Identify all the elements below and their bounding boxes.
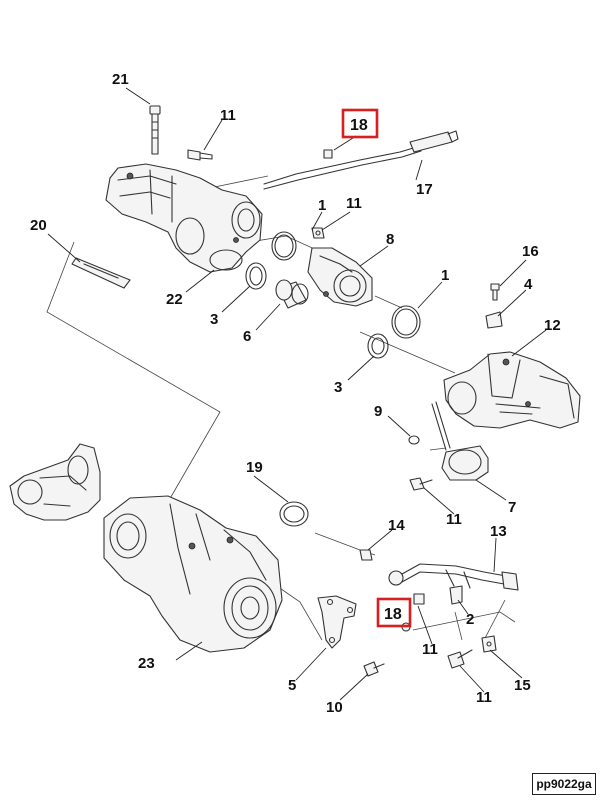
- part-16-bolt: [490, 283, 500, 301]
- callout-18-lower: 18: [384, 606, 402, 623]
- leader-lines: [47, 87, 547, 701]
- part-15-clip: [481, 635, 497, 653]
- callout-4: 4: [524, 276, 533, 293]
- part-3-seal-lower: [367, 333, 389, 359]
- part-13-pipe: [388, 563, 519, 591]
- callout-11-actuator: 11: [446, 511, 462, 528]
- part-20-gasket: [71, 257, 131, 289]
- callout-20: 20: [30, 217, 47, 234]
- part-7-actuator: [431, 401, 489, 481]
- callout-5: 5: [288, 677, 296, 694]
- part-11-bolt-actuator: [409, 477, 433, 491]
- part-10-bolt: [363, 661, 385, 677]
- callout-15: 15: [514, 677, 531, 694]
- callout-11-lower: 11: [422, 641, 438, 658]
- callout-11-bottom: 11: [476, 689, 492, 706]
- callout-1-upper: 1: [318, 197, 326, 214]
- callout-23: 23: [138, 655, 155, 672]
- part-6-sleeve: [275, 279, 309, 309]
- part-8-intake-elbow: [307, 247, 373, 307]
- callout-17: 17: [416, 181, 433, 198]
- callout-13: 13: [490, 523, 507, 540]
- callout-3-lower: 3: [334, 379, 342, 396]
- callout-10: 10: [326, 699, 343, 716]
- part-19-gasket: [279, 501, 309, 527]
- part-17-sensor: [263, 130, 459, 190]
- part-5-support-bracket: [317, 595, 357, 649]
- callout-22: 22: [166, 291, 183, 308]
- callout-3-upper: 3: [210, 311, 218, 328]
- callout-18-upper: 18: [350, 117, 368, 134]
- callout-11-top: 11: [220, 107, 236, 124]
- callout-12: 12: [544, 317, 561, 334]
- diagram-reference-code: pp9022ga: [532, 773, 596, 795]
- callout-14: 14: [388, 517, 405, 534]
- part-23-turbocharger: [103, 495, 283, 653]
- callout-9: 9: [374, 403, 382, 420]
- part-1-oring-upper: [271, 231, 297, 261]
- part-12-outlet-housing: [443, 351, 581, 429]
- callout-2: 2: [466, 611, 474, 628]
- highlight-box-upper: [341, 108, 379, 139]
- part-21-bolt: [149, 105, 161, 155]
- callout-8: 8: [386, 231, 394, 248]
- callout-7: 7: [508, 499, 516, 516]
- highlight-box-lower: [376, 597, 412, 628]
- part-11-bolt-middle: [311, 227, 325, 239]
- part-1-oring-lower: [391, 305, 421, 339]
- part-22-turbo-manifold: [105, 163, 263, 273]
- callout-19: 19: [246, 459, 263, 476]
- callout-6: 6: [243, 328, 251, 345]
- inset-view: [9, 443, 101, 521]
- part-14-fitting: [359, 549, 373, 561]
- part-11-bolt-top: [187, 149, 213, 161]
- part-3-seal-upper: [245, 262, 267, 290]
- part-11-bolt-lower: [413, 593, 425, 605]
- callout-1-lower: 1: [441, 267, 449, 284]
- part-9-small-seal: [408, 435, 420, 445]
- callout-16: 16: [522, 243, 539, 260]
- part-11-bolt-bottom: [447, 649, 473, 669]
- callout-11-middle: 11: [346, 195, 362, 212]
- callout-21: 21: [112, 71, 129, 88]
- part-2-bracket: [449, 585, 463, 605]
